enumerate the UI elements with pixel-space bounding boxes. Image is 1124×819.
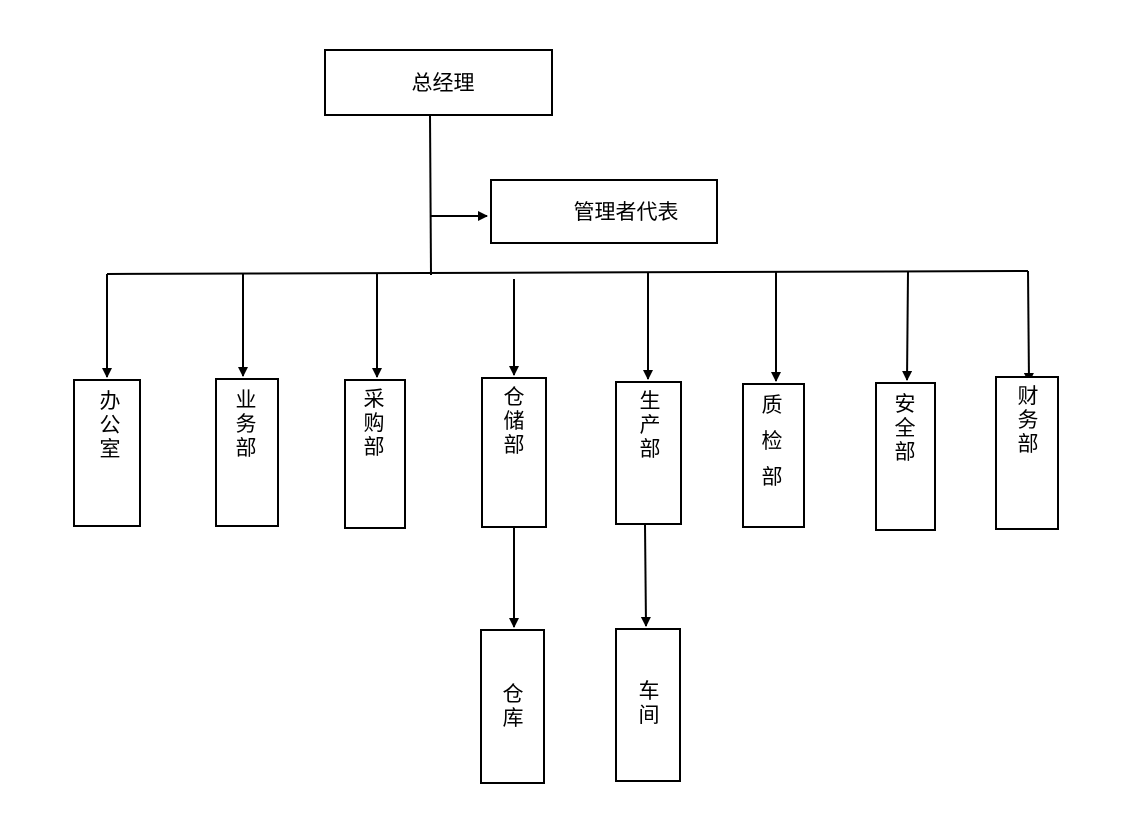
department-purchasing: 采购部 <box>344 379 406 529</box>
department-label: 质检部 <box>762 393 783 489</box>
sub-unit-label: 仓库 <box>503 682 524 730</box>
department-production: 生产部 <box>615 381 682 525</box>
department-warehousing: 仓储部 <box>481 377 547 528</box>
management-representative-node: 管理者代表 <box>490 179 718 244</box>
department-box <box>615 381 682 525</box>
connectors <box>102 114 1034 628</box>
sub-unit-warehouse: 仓库 <box>480 629 545 784</box>
department-sales: 业务部 <box>215 378 279 527</box>
department-label: 安全部 <box>895 392 916 464</box>
department-box <box>742 383 805 528</box>
department-bus-line <box>106 270 1029 275</box>
sub-unit-label: 车间 <box>639 679 660 727</box>
general-manager-label: 总经理 <box>412 71 475 95</box>
general-manager-box <box>324 49 553 116</box>
department-box <box>875 382 936 531</box>
department-label: 办公室 <box>100 389 121 461</box>
management-representative-label: 管理者代表 <box>574 200 679 224</box>
sub-unit-box <box>480 629 545 784</box>
department-label: 仓储部 <box>504 385 525 457</box>
arrow-to-finance <box>1023 270 1034 383</box>
arrow-to-workshop <box>640 524 651 627</box>
sub-unit-box <box>615 628 681 782</box>
sub-unit-workshop: 车间 <box>615 628 681 782</box>
department-office: 办公室 <box>73 379 141 527</box>
department-label: 生产部 <box>640 389 661 461</box>
arrow-to-safety <box>902 271 913 381</box>
department-safety: 安全部 <box>875 382 936 531</box>
department-quality: 质检部 <box>742 383 805 528</box>
department-box <box>481 377 547 528</box>
department-label: 财务部 <box>1018 384 1039 456</box>
department-finance: 财务部 <box>995 376 1059 530</box>
department-box <box>344 379 406 529</box>
trunk-line <box>429 114 432 276</box>
department-label: 采购部 <box>364 387 385 459</box>
department-label: 业务部 <box>236 388 257 460</box>
department-box <box>215 378 279 527</box>
department-box <box>73 379 141 527</box>
management-representative-box <box>490 179 718 244</box>
general-manager-node: 总经理 <box>324 49 553 116</box>
department-box <box>995 376 1059 530</box>
